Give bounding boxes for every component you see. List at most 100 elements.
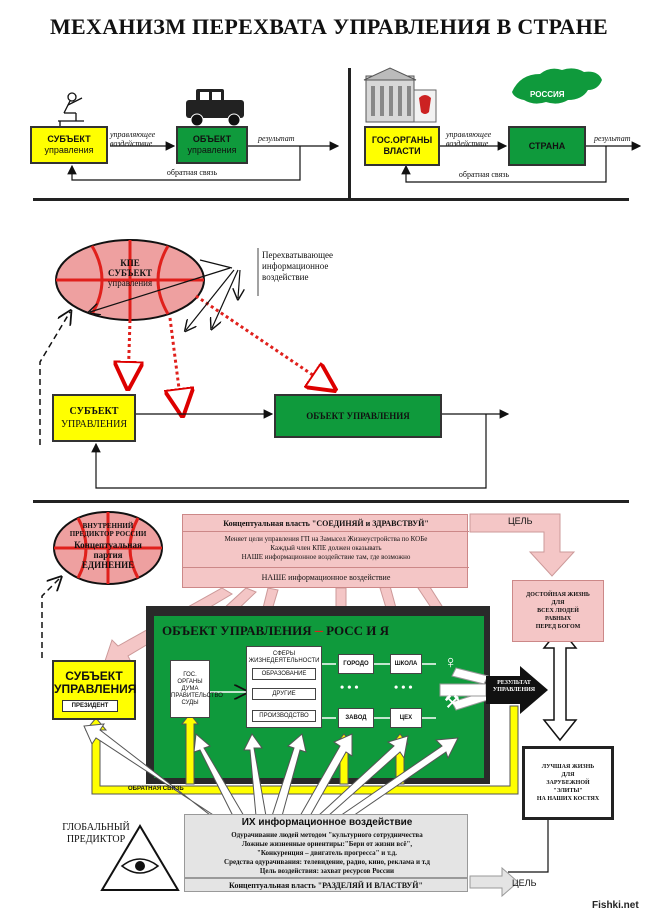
- gov-organs-inner-box: ГОС. ОРГАНЫ ДУМА ПРАВИТЕЛЬСТВО СУДЫ: [170, 660, 223, 718]
- subject-sublabel: управления: [44, 145, 94, 155]
- gov-control-line-1: управляющее: [446, 130, 492, 139]
- control-action-label: управляющее воздействие: [110, 130, 172, 148]
- their-line-1: Одурачивание людей методом "культурного …: [231, 831, 423, 839]
- bottom-feedback-label: ОБРАТНАЯ СВЯЗЬ: [128, 786, 184, 792]
- others-label: ДРУГИЕ: [272, 690, 296, 697]
- goal-label-bottom: ЦЕЛЬ: [512, 878, 537, 888]
- divider-vertical: [348, 68, 351, 198]
- subject-box: СУБЪЕКТ управления: [30, 126, 108, 164]
- object-russia-dash: –: [314, 622, 323, 639]
- bottom-subject-line-1: СУБЪЕКТ: [65, 669, 123, 683]
- spheres-label: СФЕРЫ ЖИЗНЕДЕЯТЕЛЬНОСТИ: [248, 651, 320, 664]
- pink-line-2: Каждый член КПЕ должен оказывать: [270, 544, 382, 552]
- object-russia-title: ОБЪЕКТ УПРАВЛЕНИЯ – РОСС И Я: [162, 622, 472, 640]
- shop-box: ЦЕХ: [390, 708, 422, 728]
- inner-predictor-line-4: партия: [93, 550, 123, 560]
- best-line-2: ДЛЯ: [561, 772, 575, 778]
- production-label: ПРОИЗВОДСТВО: [259, 712, 309, 719]
- object-label: ОБЪЕКТ: [192, 134, 232, 144]
- country-feedback-label: обратная связь: [458, 170, 510, 179]
- object-russia-label: ОБЪЕКТ УПРАВЛЕНИЯ: [162, 623, 312, 638]
- feedback-label: обратная связь: [166, 168, 218, 177]
- kpe-control: управления: [107, 278, 153, 288]
- middle-subject-sublabel: УПРАВЛЕНИЯ: [60, 419, 128, 430]
- control-line-2: воздействие: [110, 139, 153, 148]
- their-line-5: Цель воздействия: захват ресурсов России: [259, 867, 395, 875]
- result-label: результат: [258, 134, 295, 143]
- object-sublabel: управления: [187, 145, 237, 155]
- inner-predictor-line-3: Концептуальная: [74, 540, 142, 550]
- watermark: Fishki.net: [592, 900, 639, 911]
- plant-box: ЗАВОД: [338, 708, 374, 728]
- bottom-subject-box: СУБЪЕКТ УПРАВЛЕНИЯ ПРЕЗИДЕНТ: [52, 660, 136, 720]
- their-line-2: Ложные жизненные ориентиры:"Бери от жизн…: [241, 840, 413, 848]
- middle-subject-box: СУБЪЕКТ УПРАВЛЕНИЯ: [52, 394, 136, 442]
- country-box: СТРАНА: [508, 126, 586, 166]
- pink-line-3: НАШЕ информационное воздействие там, где…: [241, 553, 411, 561]
- best-life-box: ЛУЧШАЯ ЖИЗНЬ ДЛЯ ЗАРУБЕЖНОЙ "ЭЛИТЫ" НА Н…: [522, 746, 614, 820]
- kpe-title: КПЕ: [120, 258, 140, 268]
- decent-line-5: ПЕРЕД БОГОМ: [535, 624, 581, 630]
- worker-icon: ⚒: [444, 692, 461, 712]
- gov-organs-label: ГОС.ОРГАНЫ: [371, 135, 433, 145]
- russia-label: РОССИЯ: [530, 90, 565, 99]
- pink-description: Меняет цели управления ГП на Замысел Жиз…: [183, 535, 469, 562]
- inner-predictor-line-5: ЕДИНЕНИЕ: [81, 560, 135, 570]
- best-line-5: НА НАШИХ КОСТЯХ: [536, 796, 600, 802]
- result-bottom-line-2: УПРАВЛЕНИЯ: [492, 687, 536, 693]
- city-label: ГОРОДО: [343, 660, 369, 667]
- intercept-label: Перехватывающее информационное воздейств…: [262, 250, 362, 283]
- gov-control-line-2: воздействие: [446, 139, 489, 148]
- double-arrow: [542, 626, 578, 742]
- best-line-4: "ЭЛИТЫ": [553, 788, 583, 794]
- education-label: ОБРАЗОВАНИЕ: [261, 670, 307, 677]
- dots-right: • • •: [394, 680, 413, 694]
- best-line-1: ЛУЧШАЯ ЖИЗНЬ: [541, 764, 595, 770]
- middle-object-box: ОБЪЕКТ УПРАВЛЕНИЯ: [274, 394, 442, 438]
- middle-object-label: ОБЪЕКТ УПРАВЛЕНИЯ: [306, 410, 410, 421]
- russia-map-icon: [512, 68, 602, 104]
- goal-label-top: ЦЕЛЬ: [508, 516, 533, 526]
- gov-organs-box: ГОС.ОРГАНЫ ВЛАСТИ: [364, 126, 440, 166]
- others-box: ДРУГИЕ: [252, 688, 316, 700]
- global-line-2: ПРЕДИКТОР: [66, 834, 126, 845]
- production-box: ПРОИЗВОДСТВО: [252, 710, 316, 722]
- decent-line-4: РАВНЫХ: [544, 616, 572, 622]
- middle-subject-label: СУБЪЕКТ: [69, 406, 119, 417]
- inner-predictor-label: ВНУТРЕННИЙ ПРЕДИКТОР РОССИИ Концептуальн…: [62, 522, 154, 570]
- their-title: ИХ информационное воздействие: [241, 817, 413, 828]
- gov-organs-inner-label: ГОС. ОРГАНЫ ДУМА ПРАВИТЕЛЬСТВО СУДЫ: [171, 671, 223, 706]
- kpe-subject: СУБЪЕКТ: [107, 268, 152, 278]
- country-result-label: результат: [594, 134, 631, 143]
- woman-icon: ♀: [444, 652, 458, 672]
- country-label: СТРАНА: [528, 140, 566, 151]
- inner-predictor-line-1: ВНУТРЕННИЙ: [82, 522, 134, 530]
- page-title: МЕХАНИЗМ ПЕРЕХВАТА УПРАВЛЕНИЯ В СТРАНЕ: [49, 14, 609, 39]
- their-line-4: Средства одурачивания: телевидение, ради…: [224, 858, 430, 866]
- subject-label: СУБЪЕКТ: [47, 134, 91, 144]
- intercept-line-2: информационное: [262, 261, 329, 271]
- school-box: ШКОЛА: [390, 654, 422, 674]
- best-line-3: ЗАРУБЕЖНОЙ: [546, 780, 590, 786]
- control-line-1: управляющее: [110, 130, 156, 139]
- their-influence-panel: ИХ информационное воздействие Одурачиван…: [184, 814, 468, 878]
- kpe-ellipse: [55, 239, 205, 321]
- plant-label: ЗАВОД: [345, 714, 367, 721]
- their-description: Одурачивание людей методом "культурного …: [185, 831, 469, 876]
- dots-left: • • •: [340, 680, 359, 694]
- government-building-icon: [363, 67, 437, 123]
- bottom-subject-line-2: УПРАВЛЕНИЯ: [54, 682, 137, 696]
- gov-control-label: управляющее воздействие: [446, 130, 508, 148]
- car-icon: [186, 89, 244, 127]
- education-box: ОБРАЗОВАНИЕ: [252, 668, 316, 680]
- pink-line-1: Меняет цели управления ГП на Замысел Жиз…: [224, 535, 428, 543]
- decent-line-2: ДЛЯ: [551, 600, 565, 606]
- global-line-1: ГЛОБАЛЬНЫЙ: [62, 822, 130, 833]
- their-line-3: "Конкуренция – двигатель прогресса" и т.…: [256, 849, 398, 857]
- city-box: ГОРОДО: [338, 654, 374, 674]
- gov-organs-sublabel: ВЛАСТИ: [383, 146, 421, 156]
- decent-line-3: ВСЕХ ЛЮДЕЙ: [537, 608, 579, 614]
- goal-arrow-top: [469, 513, 576, 577]
- shop-label: ЦЕХ: [399, 714, 413, 721]
